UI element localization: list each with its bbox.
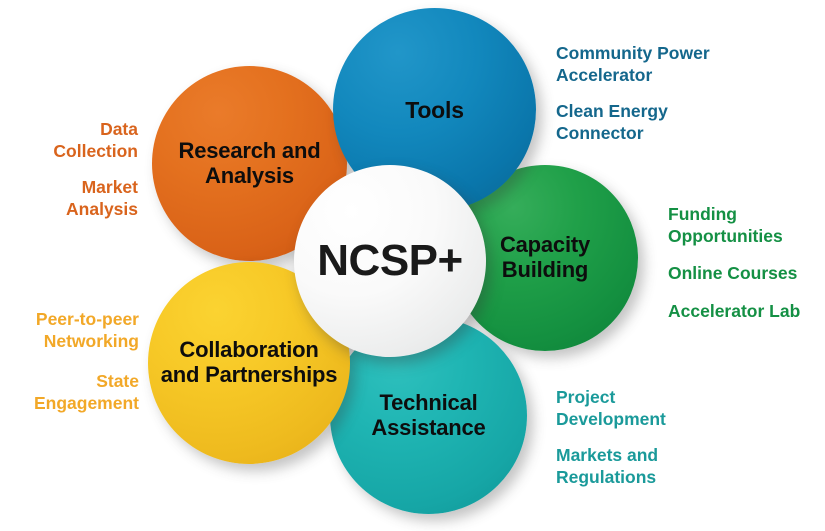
petal-technical-assistance-label: Technical Assistance [371, 389, 486, 440]
callout-capacity-funding-opportunities: Funding Opportunities [668, 204, 783, 247]
petal-research-and-analysis[interactable]: Research and Analysis [152, 66, 347, 261]
center-hub-label: NCSP+ [317, 236, 463, 285]
callout-capacity-online-courses: Online Courses [668, 263, 798, 283]
petal-research-and-analysis-label: Research and Analysis [178, 137, 321, 188]
callout-research-market-analysis: Market Analysis [66, 177, 138, 220]
callout-tools-clean-energy-connector: Clean Energy Connector [556, 101, 668, 144]
petal-collaboration-and-partnerships-label: Collaboration and Partnerships [160, 337, 338, 387]
callout-collaboration-state-engagement: State Engagement [33, 371, 139, 414]
center-hub[interactable]: NCSP+ [294, 165, 486, 357]
callout-collaboration-peer-to-peer-networking: Peer-to-peer Networking [35, 309, 139, 352]
petal-capacity-building-label: Capacity Building [499, 232, 591, 282]
callout-technical-markets-and-regulations: Markets and Regulations [556, 445, 659, 488]
petal-collaboration-and-partnerships[interactable]: Collaboration and Partnerships [148, 262, 350, 464]
petal-tools-label: Tools [405, 96, 464, 123]
callout-research-data-collection: Data Collection [53, 119, 138, 162]
callout-technical-project-development: Project Development [556, 387, 666, 430]
callout-capacity-accelerator-lab: Accelerator Lab [668, 301, 801, 321]
callout-tools-community-power-accelerator: Community Power Accelerator [556, 43, 710, 86]
